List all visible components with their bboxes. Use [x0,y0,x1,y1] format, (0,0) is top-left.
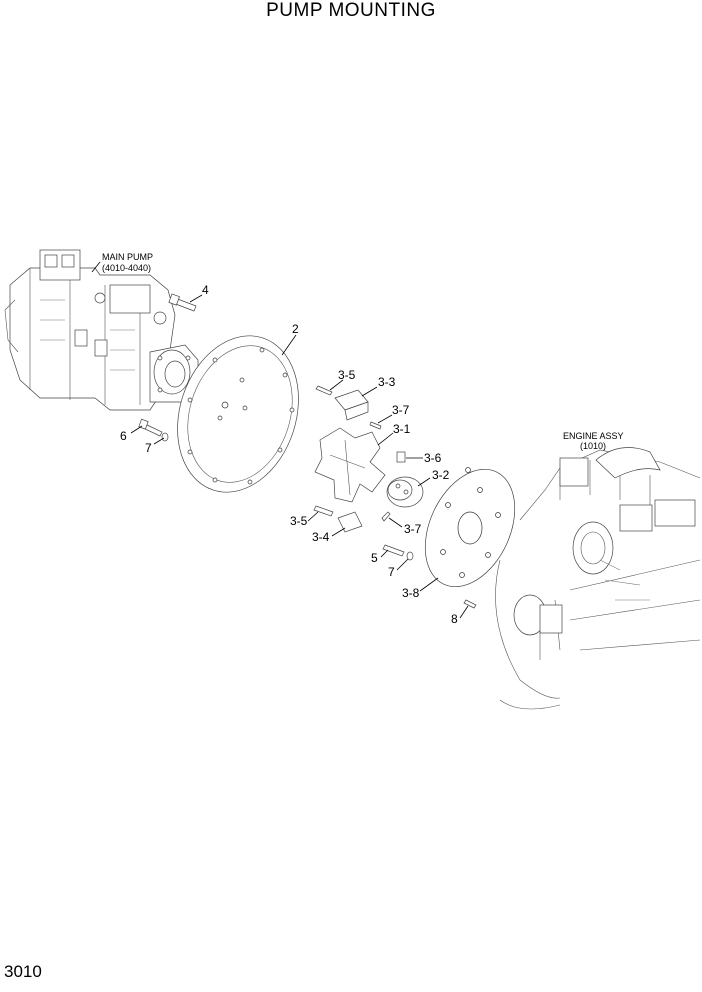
label-part-4: 4 [202,283,209,297]
label-part-6: 6 [120,429,127,443]
part-3-2-hub [386,476,424,508]
part-3-5-bolt-lower [313,505,334,517]
engine-assy-drawing [495,447,701,710]
part-3-1-coupling-element [314,427,386,503]
label-part-5: 5 [371,551,378,565]
main-pump-label: MAIN PUMP [102,252,153,262]
part-2-plate [177,335,299,493]
label-part-3-2: 3-2 [432,468,450,482]
label-part-3-5: 3-5 [338,368,356,382]
page-number: 3010 [4,962,42,981]
part-3-6-setscrew [396,451,406,463]
part-3-5-bolt-upper [315,385,333,396]
part-7-washer [161,432,169,442]
engine-assy-ref: (1010) [580,441,606,451]
part-3-8-disc [424,467,516,588]
part-6-bolt [138,418,163,437]
label-part-7-lower: 7 [388,565,395,579]
main-pump-ref: (4010-4040) [102,263,151,273]
label-part-3-5-lower: 3-5 [290,514,308,528]
label-part-3-8: 3-8 [402,586,420,600]
part-3-3-block [334,389,369,421]
part-3-7-pin-lower [381,511,391,522]
label-part-3-1: 3-1 [393,422,411,436]
label-part-8: 8 [451,612,458,626]
part-5-bolt [382,544,405,557]
label-part-3-7-lower: 3-7 [404,522,422,536]
label-part-3-7: 3-7 [392,403,410,417]
label-part-3-3: 3-3 [378,375,396,389]
part-7-washer-lower [406,551,414,561]
part-3-4-block [337,511,363,533]
label-part-3-6: 3-6 [424,451,442,465]
part-3-7-pin-upper [369,421,382,430]
main-pump-drawing [4,249,199,411]
engine-assy-label: ENGINE ASSY [563,431,624,441]
leader-lines [130,294,469,619]
label-part-7: 7 [145,441,152,455]
label-part-3-4: 3-4 [312,530,330,544]
page-title: PUMP MOUNTING [266,0,436,21]
part-4-bolt [168,293,197,312]
part-8-pin [463,599,477,609]
label-part-2: 2 [292,322,299,336]
